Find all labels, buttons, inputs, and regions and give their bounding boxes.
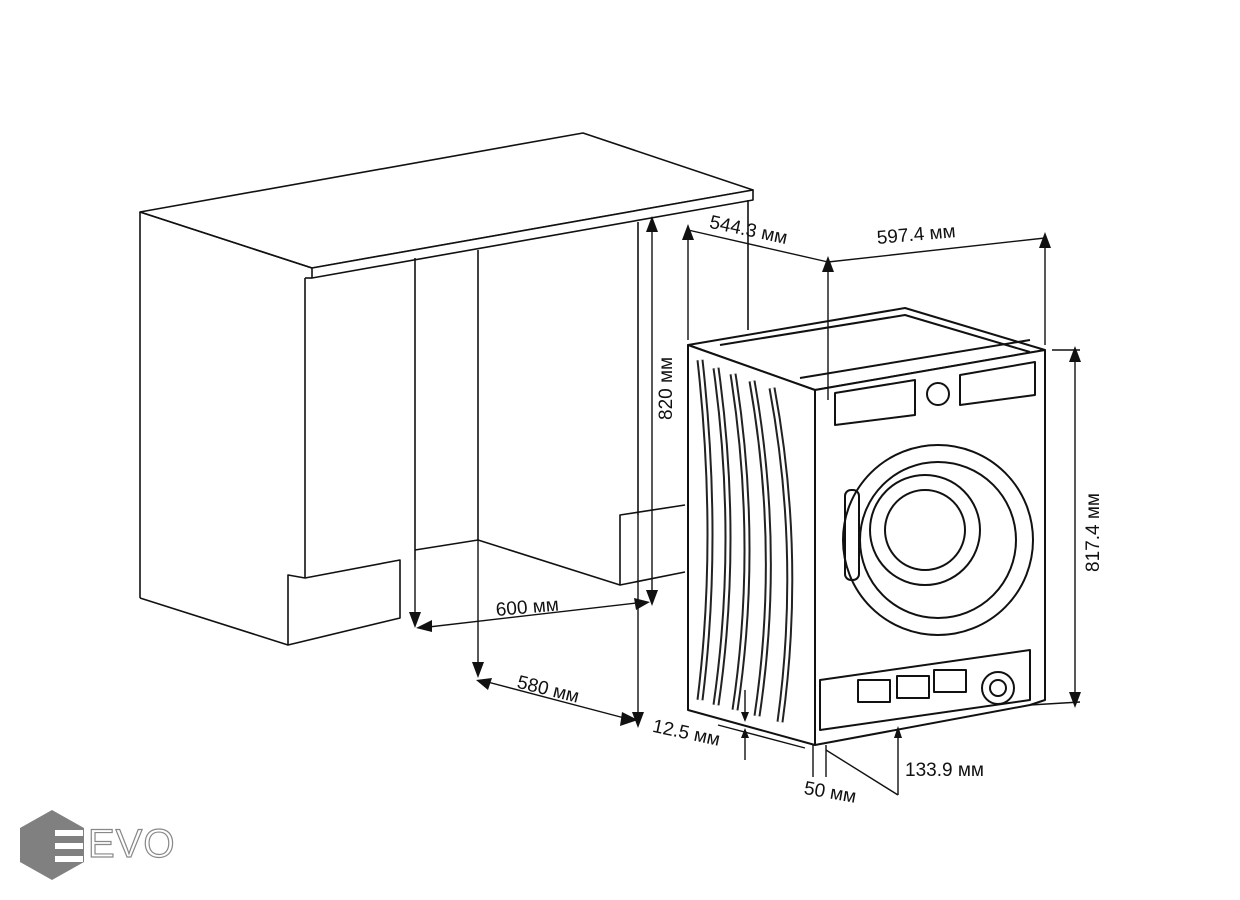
machine-height-label: 817.4 мм xyxy=(1083,493,1104,572)
dimension-lines xyxy=(414,222,1081,796)
washing-machine xyxy=(687,307,1046,746)
logo-text: EVO xyxy=(87,821,176,866)
plinth-depth-label: 133.9 мм xyxy=(905,760,984,781)
arrowheads xyxy=(409,216,1081,738)
evo-logo xyxy=(20,810,84,880)
cabinet-height-label: 820 мм xyxy=(656,356,677,420)
